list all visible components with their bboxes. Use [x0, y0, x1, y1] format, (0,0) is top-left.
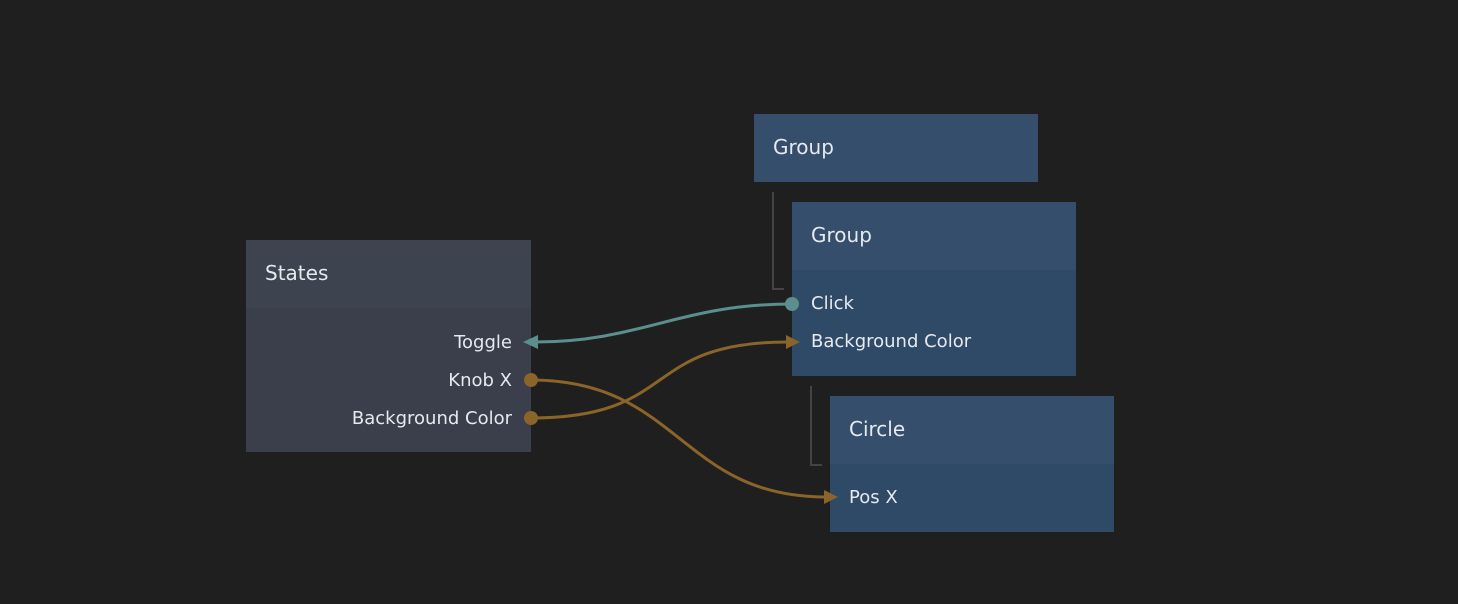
- node-title: Group: [754, 114, 1038, 182]
- arrow-icon: [523, 335, 538, 349]
- port-dot-background-color[interactable]: [524, 411, 538, 425]
- group-inner-node[interactable]: Group Click Background Color: [792, 202, 1076, 376]
- port-background-color[interactable]: Background Color: [811, 331, 972, 352]
- port-toggle[interactable]: Toggle: [454, 332, 512, 353]
- circle-node[interactable]: Circle Pos X: [830, 396, 1114, 532]
- node-title: Circle: [830, 396, 1114, 464]
- port-pos-x[interactable]: Pos X: [849, 487, 898, 508]
- wire-knobx-to-posx[interactable]: [530, 378, 827, 499]
- port-dot-knob-x[interactable]: [524, 373, 538, 387]
- states-node[interactable]: States Toggle Knob X Background Color: [246, 240, 531, 452]
- wire-bgcolor-to-group[interactable]: [530, 340, 789, 420]
- node-title: States: [246, 240, 531, 308]
- hierarchy-line: [810, 386, 822, 466]
- port-dot-click[interactable]: [785, 297, 799, 311]
- port-click[interactable]: Click: [811, 293, 854, 314]
- arrow-icon: [786, 335, 800, 349]
- port-knob-x[interactable]: Knob X: [448, 370, 512, 391]
- node-title: Group: [792, 202, 1076, 270]
- hierarchy-line: [772, 192, 784, 290]
- wire-click-to-toggle[interactable]: [535, 302, 793, 344]
- group-outer-node[interactable]: Group: [754, 114, 1038, 182]
- port-background-color[interactable]: Background Color: [351, 408, 512, 429]
- arrow-icon: [824, 490, 838, 504]
